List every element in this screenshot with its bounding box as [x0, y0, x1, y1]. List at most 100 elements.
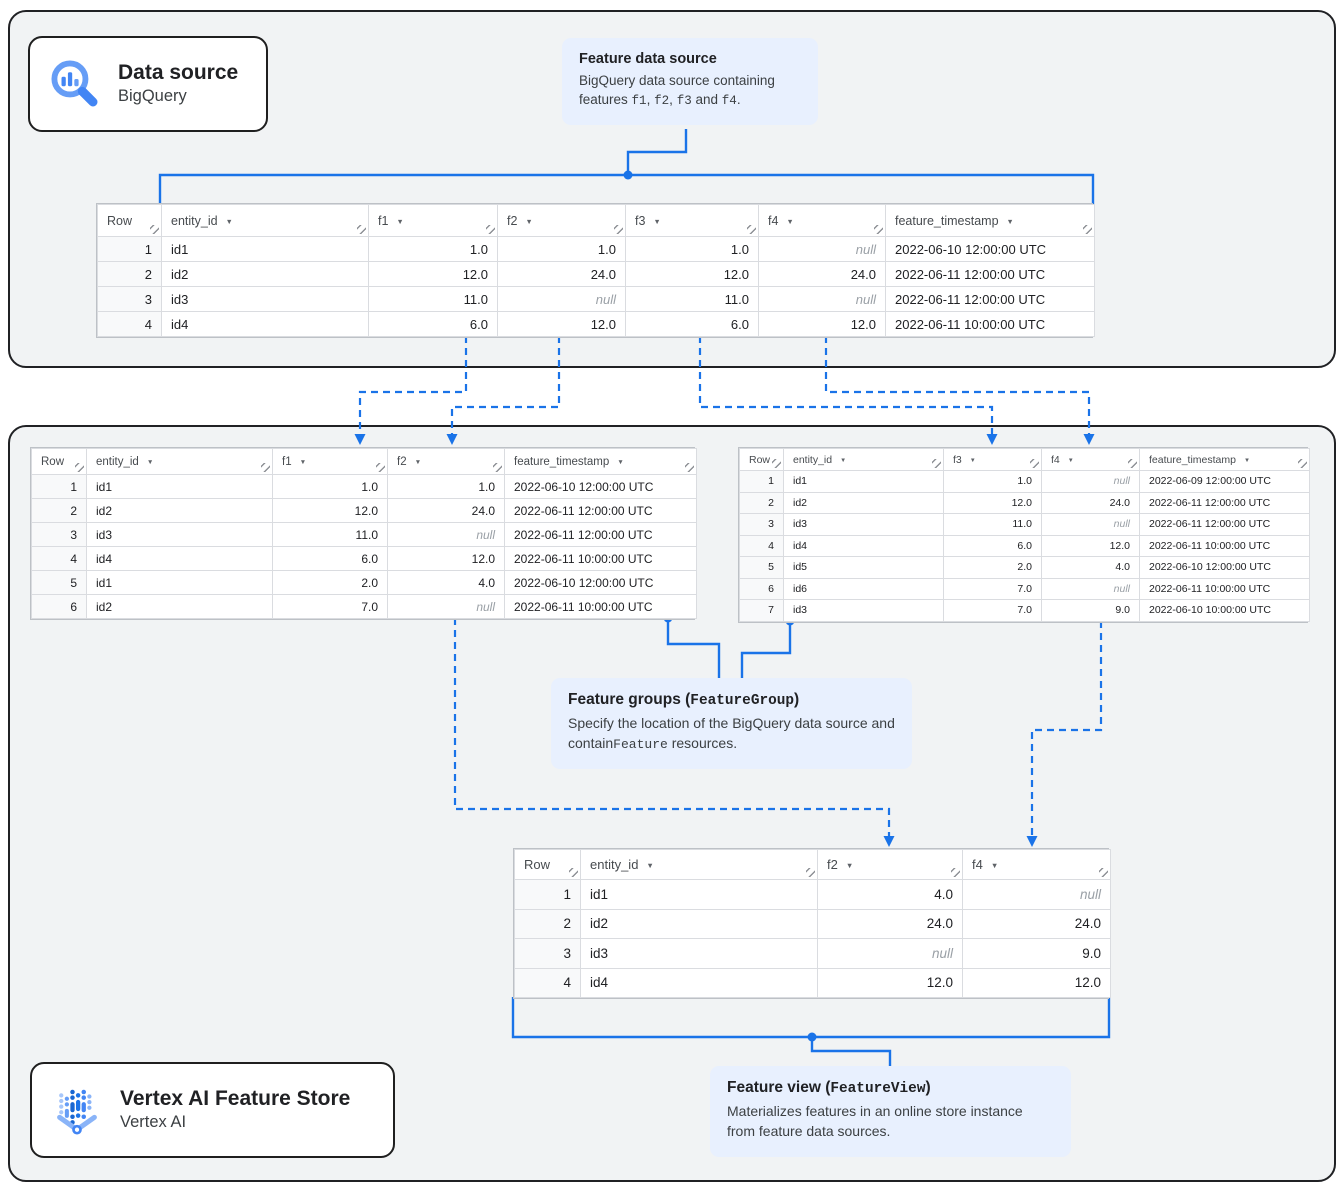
table-cell: 4	[31, 546, 87, 571]
table-cell: 2022-06-11 10:00:00 UTC	[504, 594, 697, 619]
resize-handle-icon[interactable]	[1298, 459, 1307, 468]
caret-down-icon[interactable]: ▼	[525, 216, 533, 226]
resize-handle-icon[interactable]	[806, 868, 815, 877]
table-cell: id1	[86, 570, 273, 595]
table-cell: 12.0	[962, 967, 1111, 998]
table-cell: null	[758, 236, 886, 262]
column-label: Row	[524, 857, 551, 872]
table-cell: 2022-06-11 10:00:00 UTC	[504, 546, 697, 571]
table-cell: 2.0	[272, 570, 388, 595]
table-cell: 5	[739, 556, 784, 579]
resize-handle-icon[interactable]	[1128, 459, 1137, 468]
null-value: null	[1113, 475, 1130, 488]
feature-store-card-text: Vertex AI Feature Store Vertex AI	[120, 1086, 350, 1134]
caret-down-icon[interactable]: ▼	[840, 456, 847, 464]
caret-down-icon[interactable]: ▼	[653, 216, 661, 226]
table-cell: 2	[739, 491, 784, 514]
resize-handle-icon[interactable]	[150, 225, 159, 234]
column-header-f2[interactable]: f2▼	[497, 204, 626, 237]
caret-down-icon[interactable]: ▼	[396, 216, 404, 226]
table-cell: 3	[97, 286, 162, 312]
caret-down-icon[interactable]: ▼	[786, 216, 794, 226]
caret-down-icon[interactable]: ▼	[1067, 456, 1074, 464]
column-header-feature_timestamp[interactable]: feature_timestamp▼	[885, 204, 1095, 237]
feature-data-source-callout: Feature data source BigQuery data source…	[562, 38, 818, 125]
table-cell: 9.0	[1041, 599, 1140, 622]
text-run: )	[925, 1079, 931, 1096]
table-cell: id1	[783, 470, 944, 493]
column-header-entity_id[interactable]: entity_id▼	[86, 448, 273, 475]
column-header-entity_id[interactable]: entity_id▼	[783, 448, 944, 471]
column-header-f3[interactable]: f3▼	[625, 204, 759, 237]
table-cell: id6	[783, 577, 944, 600]
text-run: and	[691, 91, 722, 107]
table-cell: 2022-06-11 12:00:00 UTC	[885, 261, 1095, 287]
column-header-feature_timestamp[interactable]: feature_timestamp ▼	[504, 448, 697, 475]
column-header-f2[interactable]: f2 ▼	[817, 849, 963, 880]
column-header-f4[interactable]: f4▼	[962, 849, 1111, 880]
resize-handle-icon[interactable]	[951, 868, 960, 877]
column-header-f2[interactable]: f2▼	[387, 448, 505, 475]
table-cell: id1	[86, 474, 273, 499]
resize-handle-icon[interactable]	[772, 459, 781, 468]
caret-down-icon[interactable]: ▼	[969, 456, 976, 464]
caret-down-icon[interactable]: ▼	[990, 861, 999, 870]
column-header-f1[interactable]: f1▼	[272, 448, 388, 475]
caret-down-icon[interactable]: ▼	[1243, 456, 1250, 464]
caret-down-icon[interactable]: ▼	[225, 216, 233, 226]
caret-down-icon[interactable]: ▼	[1006, 216, 1014, 226]
resize-handle-icon[interactable]	[685, 463, 694, 472]
column-label: f2	[827, 857, 838, 872]
table-cell: 3	[31, 522, 87, 547]
table-cell: 1	[31, 474, 87, 499]
resize-handle-icon[interactable]	[569, 868, 578, 877]
table-cell: null	[1041, 577, 1140, 600]
data-source-card-text: Data source BigQuery	[118, 60, 238, 108]
column-header-f4[interactable]: f4▼	[1041, 448, 1140, 471]
table-cell: 1.0	[368, 236, 498, 262]
caret-down-icon[interactable]: ▼	[146, 458, 154, 466]
column-header-feature_timestamp[interactable]: feature_timestamp▼	[1139, 448, 1310, 471]
resize-handle-icon[interactable]	[1030, 459, 1039, 468]
table-cell: 12.0	[497, 311, 626, 337]
null-value: null	[476, 599, 495, 614]
resize-handle-icon[interactable]	[261, 463, 270, 472]
table-cell: id3	[86, 522, 273, 547]
column-header-entity_id[interactable]: entity_id▼	[161, 204, 369, 237]
column-header-entity_id[interactable]: entity_id▼	[580, 849, 818, 880]
resize-handle-icon[interactable]	[376, 463, 385, 472]
resize-handle-icon[interactable]	[493, 463, 502, 472]
bigquery-magnifier-bar-chart-icon	[51, 60, 98, 107]
caret-down-icon[interactable]: ▼	[299, 458, 307, 466]
column-header-f1[interactable]: f1▼	[368, 204, 498, 237]
column-label: feature_timestamp	[514, 455, 610, 468]
caret-down-icon[interactable]: ▼	[617, 458, 624, 466]
resize-handle-icon[interactable]	[486, 225, 495, 234]
table-cell: id3	[783, 599, 944, 622]
caret-down-icon[interactable]: ▼	[646, 861, 654, 870]
table-cell: 7.0	[943, 599, 1042, 622]
resize-handle-icon[interactable]	[747, 225, 756, 234]
resize-handle-icon[interactable]	[614, 225, 623, 234]
table-cell: id2	[86, 498, 273, 523]
resize-handle-icon[interactable]	[357, 225, 366, 234]
resize-handle-icon[interactable]	[1083, 225, 1092, 234]
table-cell: 12.0	[817, 967, 963, 998]
resize-handle-icon[interactable]	[874, 225, 883, 234]
column-header-f3[interactable]: f3▼	[943, 448, 1042, 471]
resize-handle-icon[interactable]	[932, 459, 941, 468]
resize-handle-icon[interactable]	[1099, 868, 1108, 877]
caret-down-icon[interactable]: ▼	[845, 861, 854, 870]
resize-handle-icon[interactable]	[75, 463, 84, 472]
callout-title: Feature view (FeatureView)	[727, 1079, 1054, 1097]
column-header-f4[interactable]: f4▼	[758, 204, 886, 237]
table-cell: id3	[161, 286, 369, 312]
null-value: null	[1079, 886, 1101, 902]
caret-down-icon[interactable]: ▼	[414, 458, 422, 466]
feature-groups-callout: Feature groups (FeatureGroup) Specify th…	[551, 678, 912, 770]
